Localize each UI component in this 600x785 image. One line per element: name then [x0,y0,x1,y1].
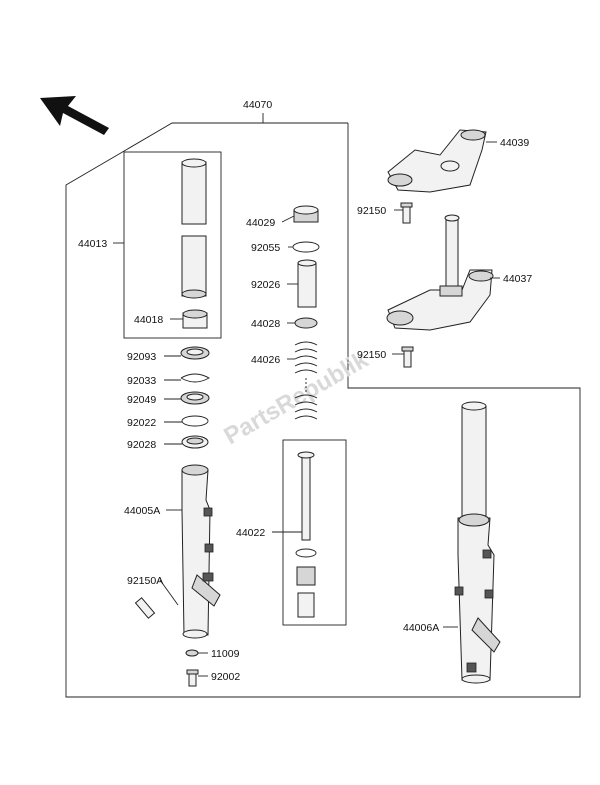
assembly-boundary [65,122,581,698]
cylinder-part [295,451,317,618]
fork-spring-part [294,341,318,420]
outer-tube-right-part [454,401,501,684]
label-92002: 92002 [211,671,240,683]
watermark: PartsRepublik [220,346,374,450]
upper-bracket-part [387,129,487,193]
label-92150-lower: 92150 [357,349,386,361]
label-44022: 44022 [236,527,265,539]
inner-tube-part [181,158,207,299]
label-92026: 92026 [251,279,280,291]
washer-11009-part [185,649,199,657]
spacer-part [297,259,317,308]
oil-seal-stack [180,346,210,449]
label-92022: 92022 [127,417,156,429]
leader-lines [113,141,500,677]
washer-part [294,317,318,329]
steering-stem-part [386,214,494,331]
label-44018: 44018 [134,314,163,326]
label-44026: 44026 [251,354,280,366]
label-92033: 92033 [127,375,156,387]
label-44037: 44037 [503,273,532,285]
bushing-part [182,309,208,329]
label-92049: 92049 [127,394,156,406]
bolt-92150A-part [134,597,156,619]
inner-tube-box [123,151,222,339]
o-ring-part [292,241,320,253]
bolt-92150-lower-part [401,346,414,368]
outer-tube-left-part [181,464,221,639]
label-44070: 44070 [243,99,272,111]
cylinder-box [282,439,347,626]
front-arrow-icon [40,96,109,135]
label-92055: 92055 [251,242,280,254]
label-44006A: 44006A [403,622,439,634]
label-11009: 11009 [211,648,240,660]
label-44029: 44029 [246,217,275,229]
label-44005A: 44005A [124,505,160,517]
label-44028: 44028 [251,318,280,330]
bolt-92002-part [186,669,199,687]
bolt-92150-upper-part [400,202,413,224]
label-44039: 44039 [500,137,529,149]
label-44013: 44013 [78,238,107,250]
label-92150-upper: 92150 [357,205,386,217]
label-92093: 92093 [127,351,156,363]
fork-cap-part [293,205,319,223]
label-92150A: 92150A [127,575,163,587]
label-92028: 92028 [127,439,156,451]
